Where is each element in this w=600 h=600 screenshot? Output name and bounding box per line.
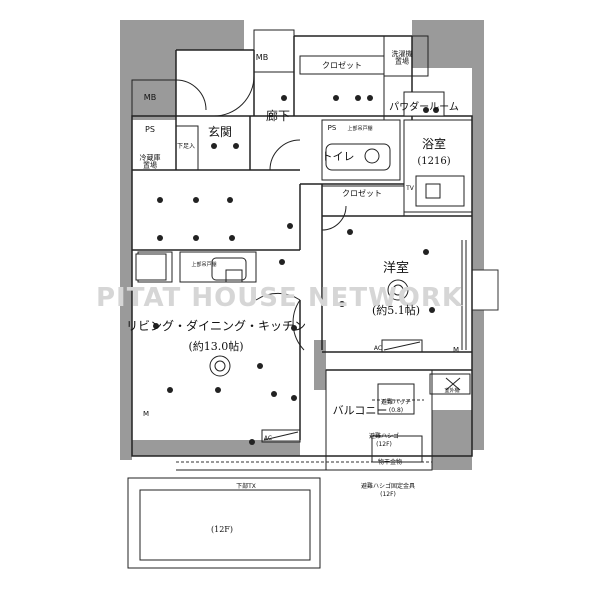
toilet-fixture: [325, 143, 391, 171]
label-closet-top: クロゼット: [322, 60, 362, 70]
kitchen-counter: [179, 251, 257, 283]
label-evac-fixture: 避難ハシゴ固定金具: [361, 482, 415, 490]
room-label-entrance: 玄関: [208, 124, 232, 139]
wall-top-left: [120, 20, 176, 120]
room-label-bath: 浴室: [422, 136, 446, 151]
label-tv: TV: [405, 185, 415, 192]
label-inspection-hatch: 避難ハッチ: [381, 398, 411, 406]
label-shelf-kitchen: 上部吊戸棚: [191, 261, 216, 268]
label-evac-fixture-floor: (12F): [380, 491, 396, 498]
wall-window-right: [471, 269, 499, 311]
label-lower-tx: 下部TX: [236, 482, 256, 490]
room-outlines: [131, 29, 473, 457]
label-drain: 物干金物: [378, 458, 402, 466]
label-inspection-hatch-size: (0.8): [389, 407, 403, 414]
room-size-bath: (1216): [417, 156, 450, 167]
label-shelf-toilet: 上部吊戸棚: [347, 125, 372, 132]
inspection-hatch-box: [377, 383, 415, 415]
bath-room: [403, 119, 473, 213]
ac-unit-room: [381, 339, 423, 353]
wall-balcony-right: [432, 410, 472, 470]
label-m-ldk: M: [143, 410, 149, 418]
main-light-western: [387, 279, 409, 301]
main-light-ldk: [209, 355, 231, 377]
text-labels: PITAT HOUSE NETWORK リビング・ダイニング・キッチン (約13…: [96, 49, 463, 534]
ceiling-lights: [153, 95, 439, 445]
label-outdoor-unit: 室外機: [444, 387, 459, 394]
label-evac-hatch-floor: (12F): [376, 441, 392, 448]
room-label-ldk: リビング・ダイニング・キッチン: [126, 318, 306, 333]
outdoor-unit: [429, 373, 471, 395]
wall-bottom-left: [120, 440, 300, 456]
wall-mb-top-block: [244, 20, 292, 116]
lower-floor-area: [127, 477, 321, 569]
label-mb-top: MB: [256, 53, 268, 62]
label-ac-room: AC: [374, 345, 382, 352]
label-ps-left: PS: [145, 125, 155, 134]
label-ps-toilet: PS: [328, 124, 337, 132]
label-ac-ldk: AC: [264, 435, 272, 442]
label-fridge: 冷蔵庫置場: [140, 153, 161, 170]
structural-walls: [120, 20, 499, 470]
kitchen-sink: [211, 257, 247, 281]
room-label-powder: パウダールーム: [389, 100, 459, 113]
room-label-western: 洋室: [383, 260, 409, 276]
label-closet-mid: クロゼット: [342, 188, 382, 198]
fridge-fixture: [135, 253, 167, 281]
balcony-area: [127, 369, 471, 569]
wall-top-right: [412, 20, 472, 68]
label-evac-hatch: 避難ハシゴ: [369, 432, 399, 440]
washer-box: [383, 35, 429, 77]
room-size-western: (約5.1帖): [372, 303, 420, 317]
label-lower-floor: (12F): [211, 525, 233, 534]
label-m-room: M: [453, 346, 459, 354]
wall-column-mid: [314, 340, 326, 390]
fixtures: [135, 91, 465, 283]
wall-top-mid: [176, 20, 254, 50]
mb-left-box: [131, 79, 177, 117]
label-shoebox: 下足入: [177, 143, 195, 150]
watermark: PITAT HOUSE NETWORK: [96, 283, 463, 313]
label-mb-left: MB: [144, 93, 156, 102]
wall-right: [472, 20, 484, 450]
evac-hatch-box: [371, 435, 423, 463]
shoebox: [175, 125, 199, 171]
label-washer: 洗濯機置場: [392, 49, 413, 66]
room-label-hallway: 廊下: [266, 108, 290, 123]
room-label-balcony: バルコニー: [333, 404, 388, 417]
room-label-toilet: トイレ: [322, 150, 355, 163]
toilet-room: [321, 119, 401, 181]
wall-left: [120, 120, 132, 460]
room-size-ldk: (約13.0帖): [188, 339, 243, 353]
ac-unit-ldk: [261, 429, 301, 443]
